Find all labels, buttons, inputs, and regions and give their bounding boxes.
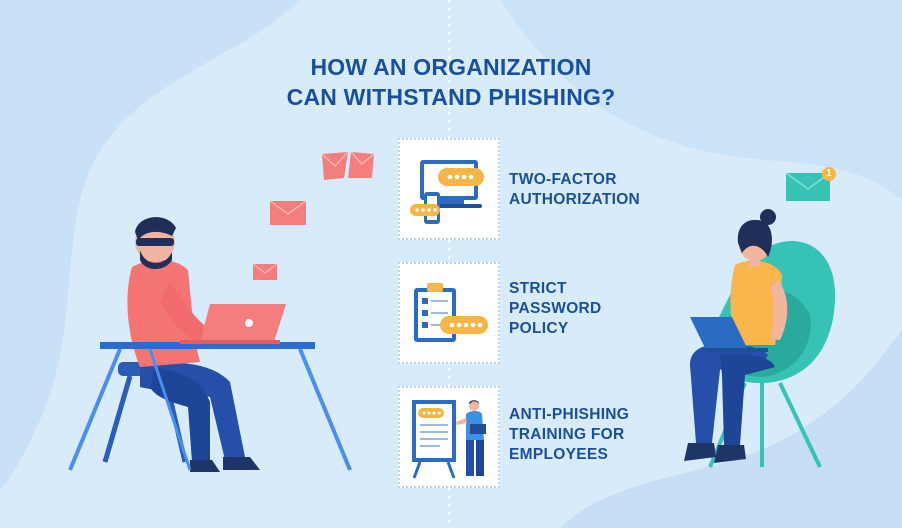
background-blob-right (500, 0, 902, 200)
step-2-line-3: POLICY (509, 320, 569, 337)
step-card-training (398, 386, 500, 488)
title-line-1: HOW AN ORGANIZATION (310, 54, 592, 80)
page-title: HOW AN ORGANIZATION CAN WITHSTAND PHISHI… (200, 52, 702, 112)
step-3-line-2: TRAINING FOR (509, 426, 625, 443)
step-card-two-factor (398, 138, 500, 240)
step-label-password-policy: STRICT PASSWORD POLICY (509, 279, 602, 339)
employee-illustration (684, 209, 835, 468)
step-label-training: ANTI-PHISHING TRAINING FOR EMPLOYEES (509, 405, 629, 465)
notification-badge-count: 1 (826, 168, 832, 179)
title-line-2: CAN WITHSTAND PHISHING? (286, 84, 616, 110)
step-card-password-policy (398, 262, 500, 364)
device-password-icon (410, 160, 484, 224)
step-label-two-factor: TWO-FACTOR AUTHORIZATION (509, 170, 640, 210)
background-blob-bottom (560, 330, 902, 528)
step-3-line-1: ANTI-PHISHING (509, 406, 630, 423)
step-1-line-1: TWO-FACTOR (509, 171, 617, 188)
envelope-small-icon (252, 263, 278, 280)
envelope-icon (269, 200, 307, 225)
step-2-line-1: STRICT (509, 280, 567, 297)
step-1-line-2: AUTHORIZATION (509, 191, 641, 208)
background-blob-left (0, 0, 300, 490)
torn-envelope-icon (321, 151, 375, 180)
presentation-trainer-icon (412, 400, 486, 479)
notification-envelope-icon (785, 167, 836, 201)
checklist-clipboard-icon (414, 283, 488, 342)
hacker-illustration (68, 217, 352, 472)
step-3-line-3: EMPLOYEES (509, 446, 609, 463)
step-2-line-2: PASSWORD (509, 300, 602, 317)
